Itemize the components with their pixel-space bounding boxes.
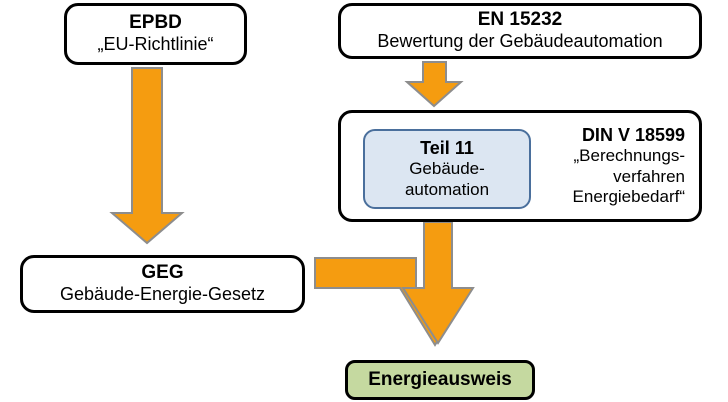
node-epbd-subtitle: „EU-Richtlinie“	[97, 34, 214, 55]
node-en15232-title: EN 15232	[477, 9, 563, 30]
node-din-18599-text: DIN V 18599 „Berechnungs- verfahren Ener…	[525, 125, 685, 207]
node-teil-11[interactable]: Teil 11 Gebäude- automation	[363, 129, 531, 209]
node-teil-11-subtitle-line1: Gebäude-	[409, 159, 485, 179]
node-energieausweis[interactable]: Energieausweis	[345, 360, 535, 400]
node-en15232-subtitle: Bewertung der Gebäudeautomation	[377, 31, 663, 52]
node-din-18599-subtitle-line2: verfahren	[613, 166, 685, 186]
node-geg-title: GEG	[141, 262, 184, 283]
node-din-18599-title: DIN V 18599	[581, 124, 685, 145]
arrow-en15232-to-din18599	[404, 61, 464, 108]
node-en15232[interactable]: EN 15232 Bewertung der Gebäudeautomation	[338, 3, 702, 59]
node-din-18599-subtitle-line1: „Berechnungs-	[573, 146, 685, 166]
arrow-epbd-to-geg	[109, 67, 185, 245]
node-epbd-title: EPBD	[129, 12, 182, 33]
node-teil-11-title: Teil 11	[420, 137, 474, 158]
node-energieausweis-title: Energieausweis	[368, 368, 512, 390]
node-din-18599-subtitle-line3: Energiebedarf“	[572, 186, 685, 206]
node-epbd[interactable]: EPBD „EU-Richtlinie“	[64, 3, 247, 65]
node-din-18599[interactable]: Teil 11 Gebäude- automation DIN V 18599 …	[338, 110, 702, 222]
node-teil-11-subtitle-line2: automation	[404, 179, 490, 199]
node-geg[interactable]: GEG Gebäude-Energie-Gesetz	[20, 255, 305, 313]
node-geg-subtitle: Gebäude-Energie-Gesetz	[59, 284, 266, 305]
arrow-din18599-to-energieausweis	[401, 221, 475, 345]
